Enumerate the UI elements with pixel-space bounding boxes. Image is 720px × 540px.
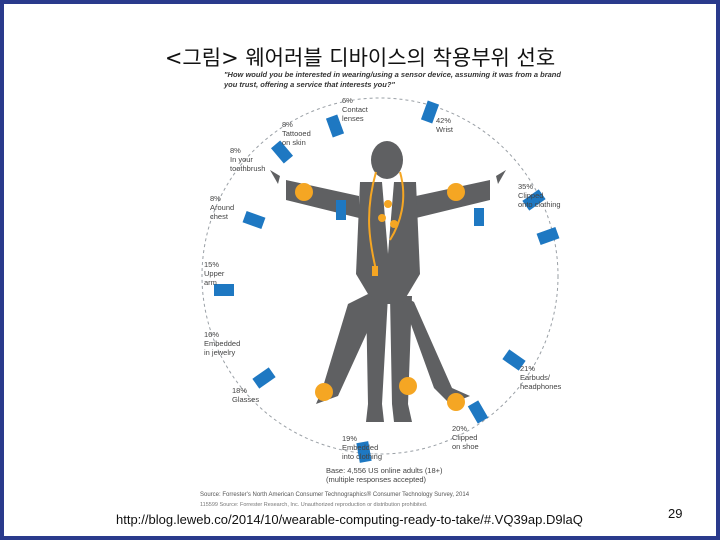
- base-note: Base: 4,556 US online adults (18+) (mult…: [326, 466, 443, 484]
- label-toothbrush: 8% In your toothbrush: [230, 146, 265, 173]
- label-contact-lenses: 6% Contact lenses: [342, 96, 368, 123]
- source-url: http://blog.leweb.co/2014/10/wearable-co…: [116, 512, 583, 527]
- label-tattooed: 8% Tattooed on skin: [282, 120, 311, 147]
- label-into-clothing: 19% Embedded into clothing: [342, 434, 382, 461]
- label-wrist: 42% Wrist: [436, 116, 453, 134]
- label-earbuds: 21% Earbuds/ headphones: [520, 364, 561, 391]
- page-number: 29: [668, 506, 682, 521]
- slide: <그림> 웨어러블 디바이스의 착용부위 선호 "How would you b…: [4, 4, 716, 536]
- label-shoe: 20% Clipped on shoe: [452, 424, 479, 451]
- label-clipped-clothing: 35% Clipped onto clothing: [518, 182, 561, 209]
- label-glasses: 18% Glasses: [232, 386, 259, 404]
- source-line: Source: Forrester's North American Consu…: [200, 492, 469, 498]
- label-around-chest: 8% Around chest: [210, 194, 234, 221]
- label-jewelry: 16% Embedded in jewelry: [204, 330, 240, 357]
- source-small: 115599 Source: Forrester Research, Inc. …: [200, 502, 572, 508]
- label-upper-arm: 15% Upper arm: [204, 260, 224, 287]
